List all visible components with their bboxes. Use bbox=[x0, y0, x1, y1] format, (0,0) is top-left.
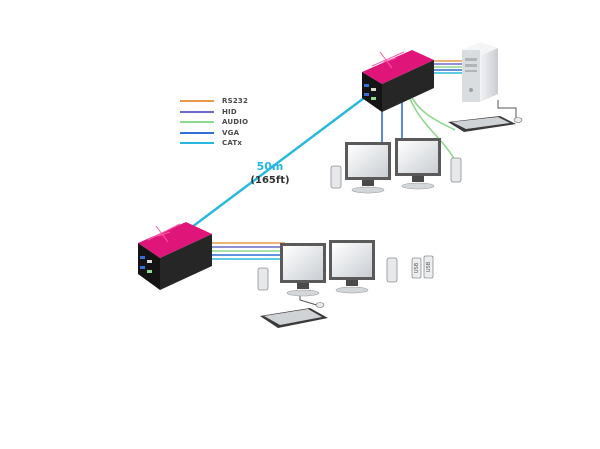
catx-link-cable bbox=[179, 85, 381, 237]
local-keyboard bbox=[448, 116, 523, 132]
remote-monitor-1 bbox=[280, 243, 326, 297]
local-monitor-1 bbox=[345, 142, 391, 194]
usb-label-2: USB bbox=[426, 261, 432, 272]
legend-item-rs232: RS232 bbox=[180, 96, 248, 106]
legend-label: RS232 bbox=[222, 97, 249, 105]
local-speakers bbox=[330, 157, 462, 189]
distance-label: 50m (165ft) bbox=[247, 160, 293, 188]
local-extender-unit bbox=[362, 50, 434, 112]
remote-keyboard bbox=[260, 302, 328, 328]
legend-item-vga: VGA bbox=[180, 128, 248, 138]
remote-monitor-2 bbox=[329, 240, 375, 294]
legend-swatch bbox=[180, 100, 214, 102]
legend-swatch bbox=[180, 110, 214, 113]
legend-label: VGA bbox=[222, 128, 240, 137]
legend-item-hid: HID bbox=[180, 107, 248, 117]
legend-label: HID bbox=[222, 107, 237, 116]
computer-tower bbox=[462, 42, 498, 102]
remote-unit-cables bbox=[212, 242, 321, 307]
cable-legend: RS232 HID AUDIO VGA CATx bbox=[180, 96, 248, 149]
legend-swatch bbox=[180, 142, 214, 144]
distance-meters: 50m bbox=[256, 160, 284, 173]
local-monitor-2 bbox=[395, 138, 441, 190]
legend-item-audio: AUDIO bbox=[180, 117, 248, 127]
usb-label-1: USB bbox=[414, 262, 420, 273]
legend-item-catx: CATx bbox=[180, 138, 248, 148]
legend-swatch bbox=[180, 131, 214, 134]
remote-speakers bbox=[257, 257, 398, 291]
legend-label: CATx bbox=[222, 139, 243, 147]
legend-label: AUDIO bbox=[222, 118, 249, 126]
distance-feet: (165ft) bbox=[250, 175, 290, 186]
legend-swatch bbox=[180, 121, 214, 123]
usb-devices: USB USB bbox=[411, 255, 434, 279]
remote-extender-unit bbox=[138, 222, 212, 290]
